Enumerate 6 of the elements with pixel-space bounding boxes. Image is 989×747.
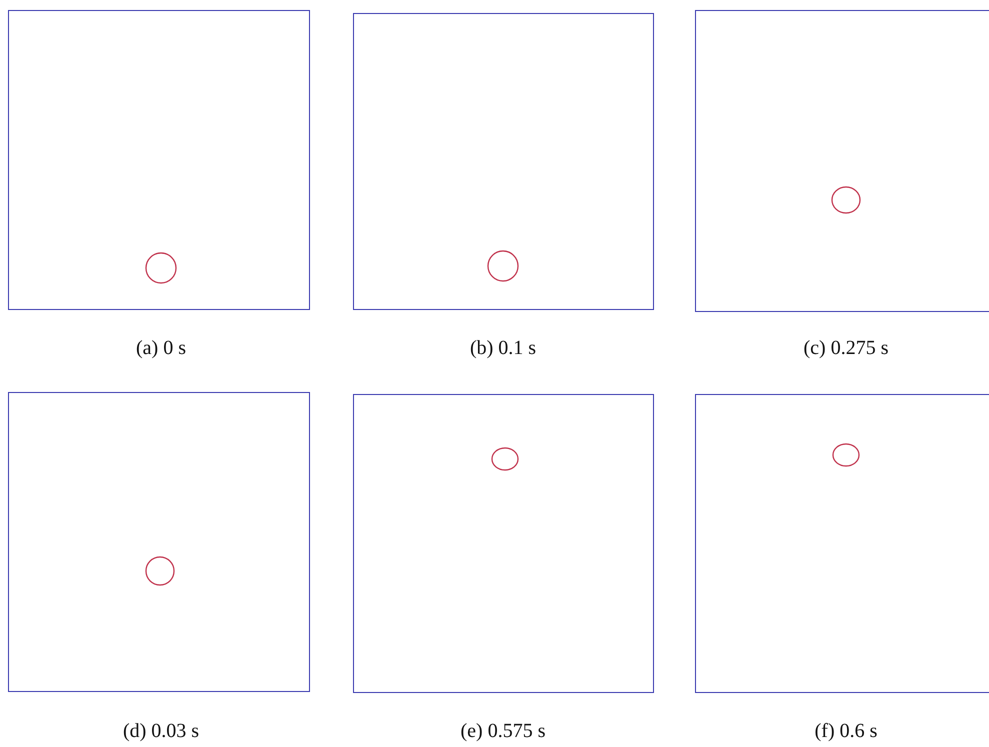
panel-caption: (e) 0.575 s (460, 720, 546, 742)
panel-caption: (c) 0.275 s (804, 337, 888, 359)
panel-caption: (b) 0.1 s (470, 337, 536, 359)
panel-caption: (d) 0.03 s (122, 720, 200, 742)
panel-caption: (f) 0.6 s (814, 720, 878, 742)
panel-caption: (a) 0 s (136, 337, 186, 359)
